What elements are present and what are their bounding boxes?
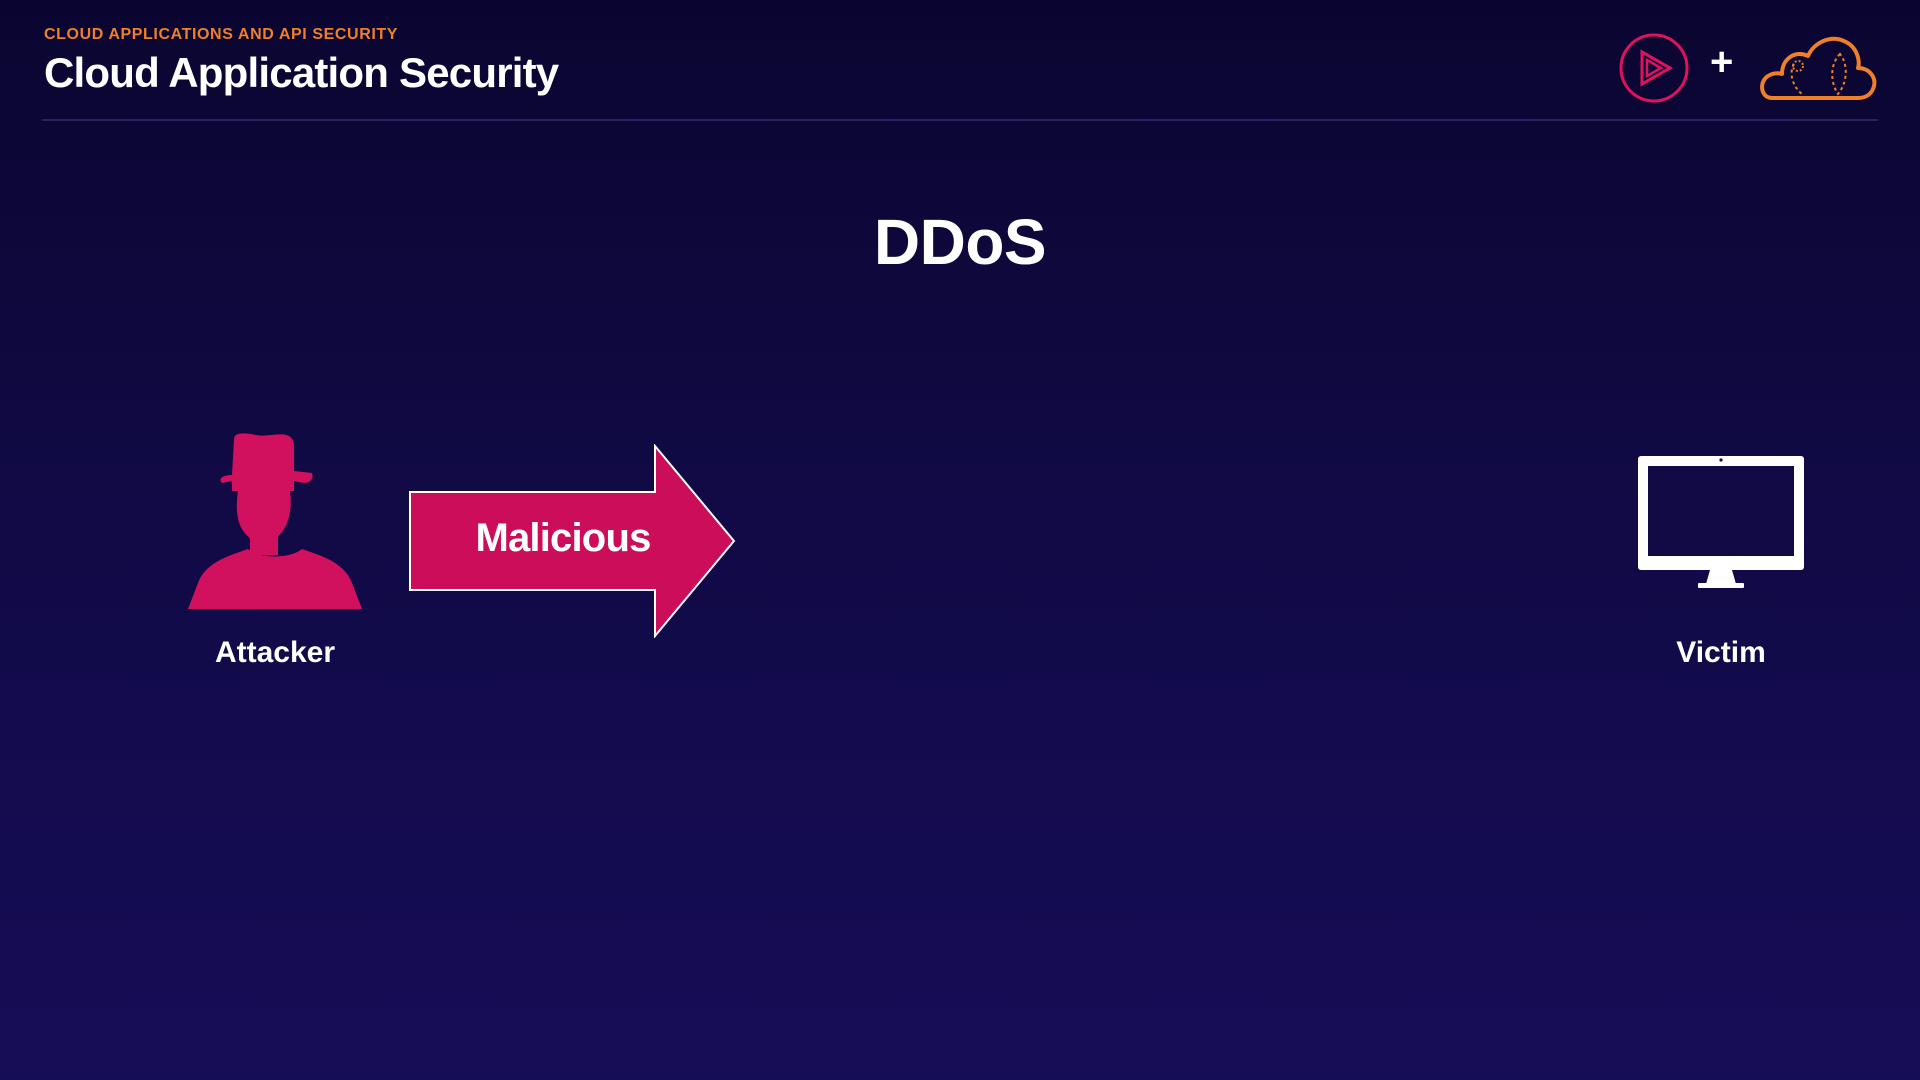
cloud-logo-icon [1760, 36, 1877, 100]
attacker-label: Attacker [214, 636, 336, 669]
hacker-silhouette-icon [188, 433, 362, 609]
slide-title: DDoS [873, 206, 1047, 278]
arrow-label: Malicious [475, 516, 651, 560]
plus-sign: + [1710, 40, 1734, 84]
course-title: Cloud Application Security [44, 49, 559, 96]
malicious-arrow [409, 444, 736, 638]
computer-monitor-icon [1638, 456, 1804, 588]
pluralsight-logo-icon [1619, 33, 1689, 103]
brand-logos: + [1618, 28, 1878, 106]
slide-header: CLOUD APPLICATIONS AND API SECURITY Clou… [44, 26, 559, 98]
victim-label: Victim [1676, 636, 1766, 669]
header-divider [42, 119, 1878, 121]
course-eyebrow: CLOUD APPLICATIONS AND API SECURITY [44, 26, 399, 43]
